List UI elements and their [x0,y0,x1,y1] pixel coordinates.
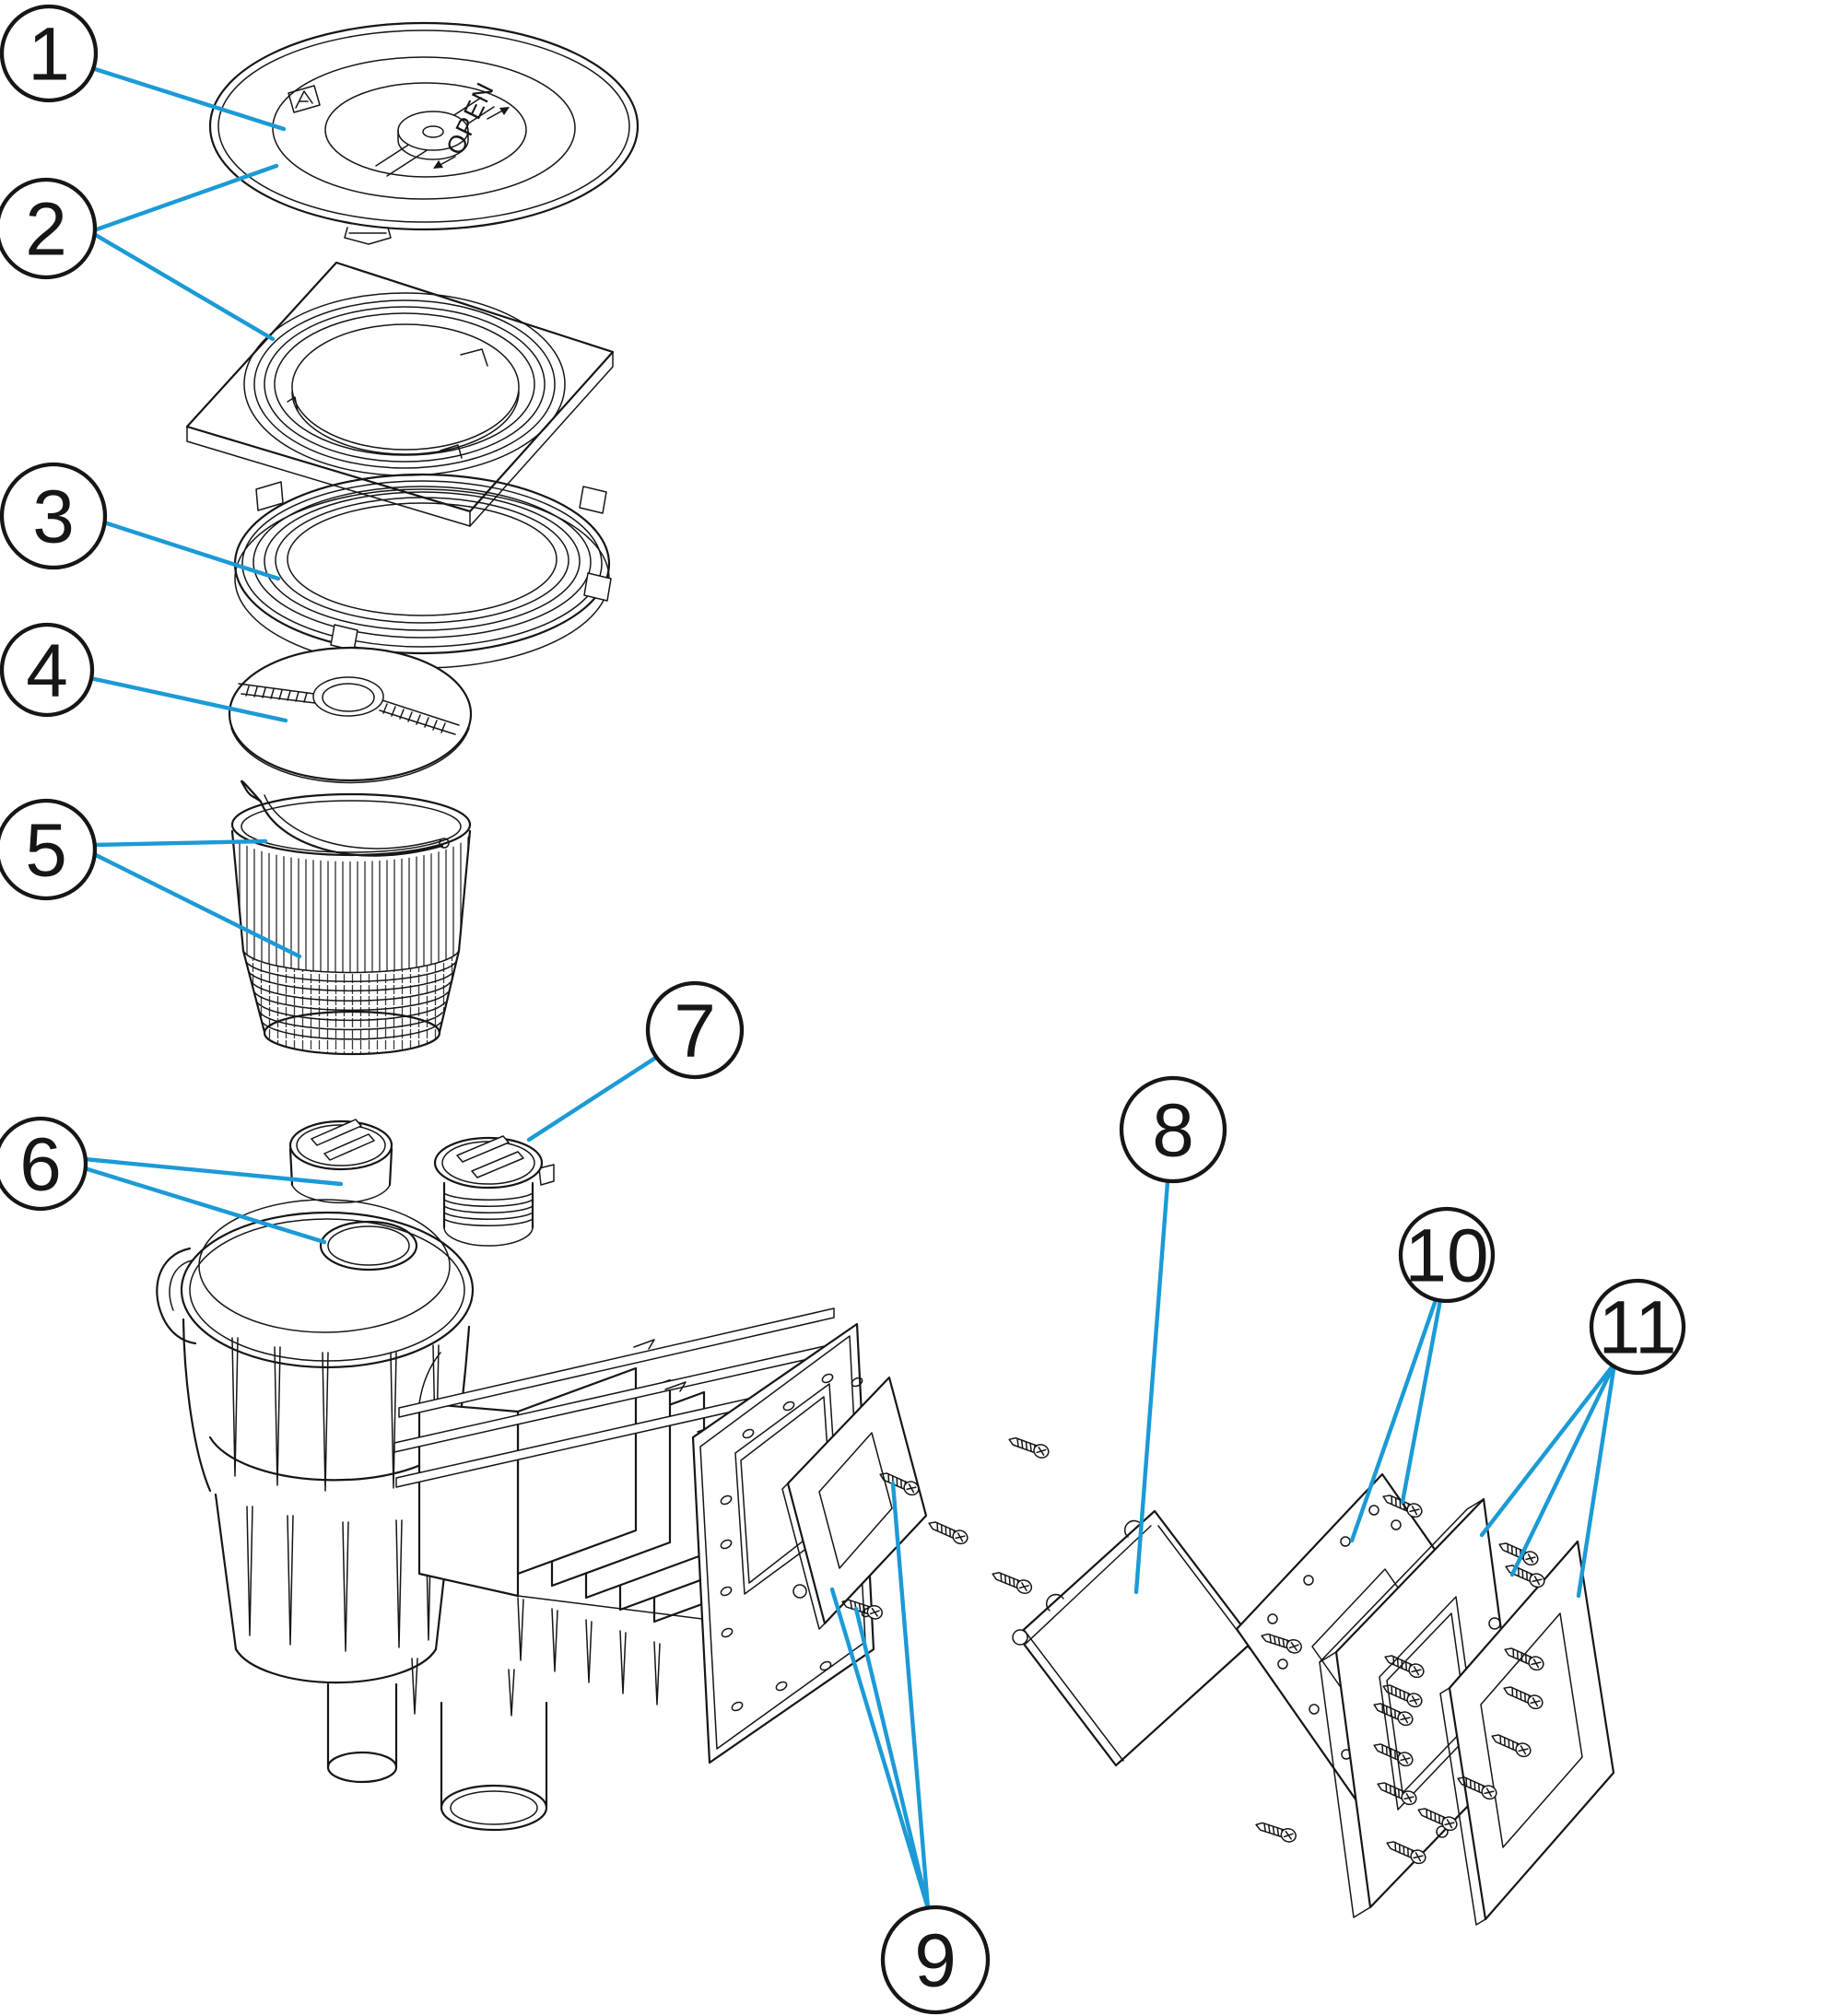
drain-plug-right [433,1135,555,1247]
skimmer-body [156,1199,875,1832]
faceplate-frame-outer [1439,1540,1615,1926]
svg-text:9: 9 [914,1919,957,2003]
bottom-pipes [326,1658,548,1832]
open-arrow-icon [433,107,510,169]
round-lid: OPEN [208,21,640,245]
svg-text:8: 8 [1152,1089,1194,1173]
svg-text:3: 3 [32,475,75,559]
callout-2: 2 [0,177,98,280]
svg-text:2: 2 [25,188,67,272]
cover-disc [228,646,473,784]
callout-5: 5 [0,798,98,901]
front-frame [781,1376,928,1630]
strainer-basket [230,779,472,1056]
weir-flap [1012,1509,1263,1767]
callout-6: 6 [0,1116,88,1212]
svg-text:6: 6 [19,1123,62,1207]
callout-3: 3 [0,462,108,570]
callout-4: 4 [0,622,95,718]
svg-text:4: 4 [26,629,68,713]
callout-7: 7 [645,980,745,1080]
callout-11: 11 [1589,1278,1686,1376]
brand-mark-icon [288,85,321,113]
svg-text:1: 1 [28,13,70,97]
callout-9: 9 [880,1905,991,2015]
callout-8: 8 [1119,1075,1227,1184]
basket-handle [241,779,450,857]
svg-text:10: 10 [1404,1214,1488,1298]
leader-lines [82,65,1617,1911]
svg-text:11: 11 [1598,1286,1676,1370]
drain-plug-left [288,1119,393,1204]
svg-text:5: 5 [25,809,67,893]
svg-text:7: 7 [674,990,716,1073]
callout-10: 10 [1398,1206,1496,1304]
callout-1: 1 [0,4,99,103]
locking-ring [233,473,612,669]
